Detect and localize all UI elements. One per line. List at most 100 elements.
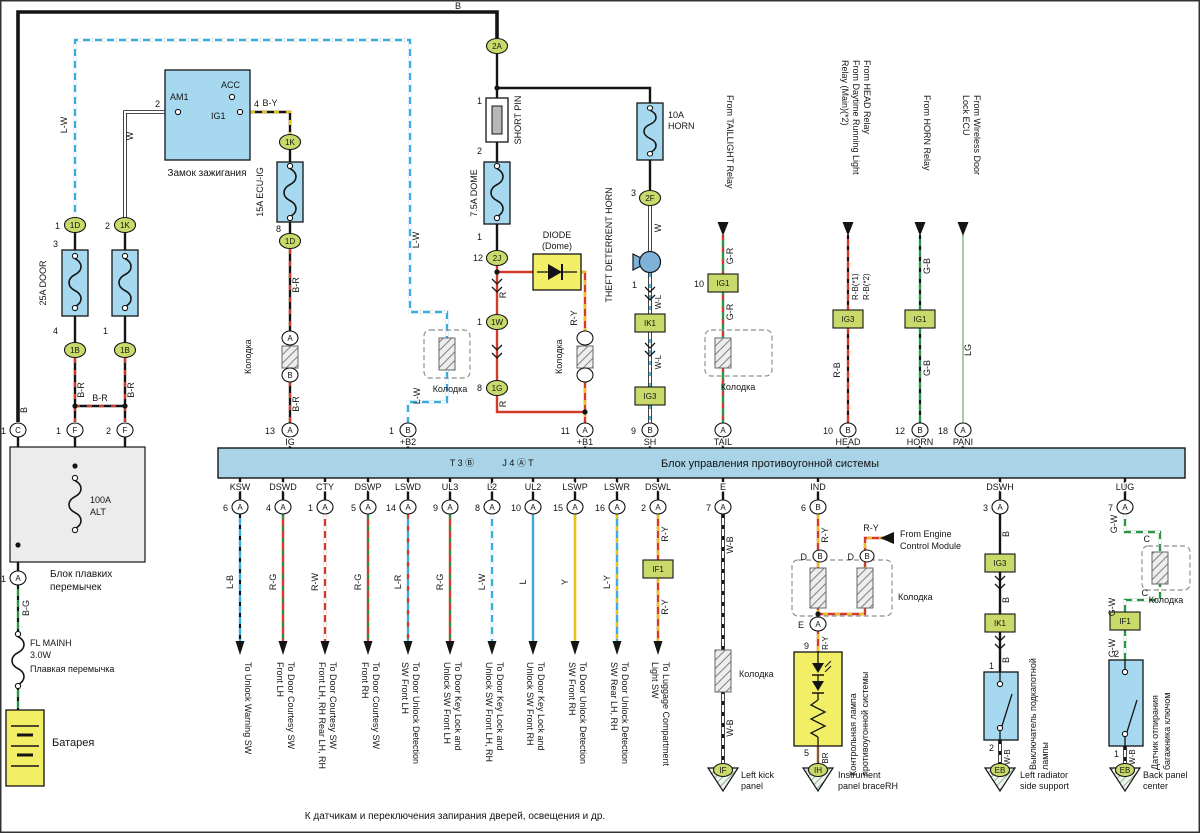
fuse-label: 25A DOOR	[38, 260, 48, 306]
destination-label: To Door Unlock Detection	[411, 662, 421, 764]
connector-letter: A	[960, 426, 966, 435]
pin-number: 9	[433, 503, 438, 513]
connector-tag	[832, 309, 864, 329]
fuse-label: ALT	[90, 507, 106, 517]
pin-number: 2	[1114, 649, 1119, 659]
pin-name: LSWD	[395, 482, 422, 492]
bottom-caption: К датчикам и переключения запирания двер…	[305, 811, 605, 822]
connector-letter: F	[73, 426, 78, 435]
pin-number: 5	[351, 503, 356, 513]
wire-label: G-W	[1109, 514, 1119, 533]
connector-box	[791, 559, 893, 617]
component-label: Плавкая перемычка	[30, 664, 114, 674]
pin-number: 10	[823, 426, 833, 436]
pin-name: DSWP	[355, 482, 382, 492]
destination-label: To Door Courtesy SW	[371, 662, 381, 750]
connector-tag	[904, 309, 936, 329]
connector-letter: A	[720, 503, 726, 512]
wire-label: BR	[821, 752, 830, 763]
pin-number: 1	[103, 326, 108, 336]
component-label: Блок плавких	[50, 569, 112, 580]
pin-number: 11	[561, 426, 570, 436]
connector-id: IG1	[717, 279, 730, 288]
connector-hatch	[809, 567, 827, 609]
wire-label: W-B	[725, 536, 735, 553]
wire-label: R-Y	[569, 310, 579, 326]
pin-number: 1	[477, 96, 482, 106]
fuse-7-5a-dome-box	[483, 161, 511, 225]
ground-icon	[801, 762, 835, 793]
connector-label: Колодка	[433, 384, 468, 394]
connector-label: Колодка	[721, 382, 756, 392]
connector-letter: A	[530, 503, 536, 512]
destination-label: To Unlock Warning SW	[243, 662, 253, 755]
pin-name: +B2	[400, 437, 416, 447]
component-label: лампы	[1040, 742, 1050, 770]
wire-label: W-B	[1128, 749, 1137, 764]
pin-number: 1	[56, 426, 61, 436]
wire-label: R-W	[310, 573, 320, 591]
battery-icon	[11, 725, 39, 767]
connector-id: IK1	[644, 319, 657, 328]
destination-label: Front LH, RH Rear LH, RH	[317, 662, 327, 769]
ground-label: Left radiator	[1020, 770, 1068, 780]
wire-label: B	[1001, 597, 1011, 603]
wire-label: G-W	[1107, 638, 1117, 657]
horn-icon	[632, 250, 662, 274]
pin-number: 14	[386, 503, 396, 513]
destination-label: To Door Unlock Detection	[578, 662, 588, 764]
pin-number: 1	[632, 280, 637, 290]
switch-icon	[996, 672, 1013, 740]
wire-label: W	[125, 131, 135, 140]
pin-number: 8	[475, 503, 480, 513]
fuse-15a-ecu-ig-box	[276, 161, 304, 223]
ecu-bar	[217, 447, 1186, 479]
ground-label: side support	[1020, 781, 1070, 791]
fuse-label: 100A	[90, 495, 111, 505]
diode-icon	[537, 264, 577, 280]
pin-name: LSWP	[562, 482, 588, 492]
wire-label: R-Y	[820, 527, 830, 543]
wire-label: B-Y	[262, 98, 277, 108]
wire-label: R-Y	[821, 635, 830, 649]
connector-letter: A	[280, 503, 286, 512]
wire-label: R	[498, 291, 508, 298]
connector-letter: D	[848, 552, 855, 562]
wire-label: LG	[963, 344, 973, 356]
wire-label: W-B	[725, 719, 735, 736]
pin-number: 9	[631, 426, 636, 436]
ground-label: panel	[741, 781, 763, 791]
pin-number: 4	[266, 503, 271, 513]
pin-number: 4	[53, 326, 58, 336]
short-pin-icon	[491, 105, 503, 135]
component-label: Замок зажигания	[167, 168, 246, 179]
destination-label: To Door Key Lock and	[536, 662, 546, 751]
connector-hatch	[856, 567, 874, 609]
connector-letter: A	[15, 574, 21, 583]
wire-label: Y	[560, 579, 570, 585]
connector-letter: B	[405, 426, 410, 435]
pin-number: 1	[989, 661, 994, 671]
pin-number: 3	[53, 239, 58, 249]
wires-relay-columns	[721, 235, 964, 423]
connector-label: Колодка	[243, 339, 253, 374]
contact-label: IG1	[211, 111, 226, 121]
connector-tag	[1109, 611, 1141, 631]
wire-label: B	[1001, 531, 1011, 537]
pin-number: 2	[989, 743, 994, 753]
pin-number: 9	[804, 641, 809, 651]
destination-label: Front RH	[360, 662, 370, 699]
connector-tag	[707, 273, 739, 293]
pin-number: 2	[106, 426, 111, 436]
wire-label: R-Y	[660, 526, 670, 542]
destination-label: To Door Courtesy SW	[286, 662, 296, 750]
destination-label: Unlock SW Front RH	[525, 662, 535, 746]
wire-label: L-W	[59, 116, 69, 133]
ground-id: EB	[1120, 766, 1131, 775]
ground-label: panel braceRH	[838, 781, 898, 791]
connector-id: IG3	[644, 392, 657, 401]
connector-letter: A	[655, 503, 661, 512]
wire-label: L-R	[393, 574, 403, 589]
ground-label: Left kick	[741, 770, 775, 780]
connector-id: IK1	[994, 619, 1007, 628]
